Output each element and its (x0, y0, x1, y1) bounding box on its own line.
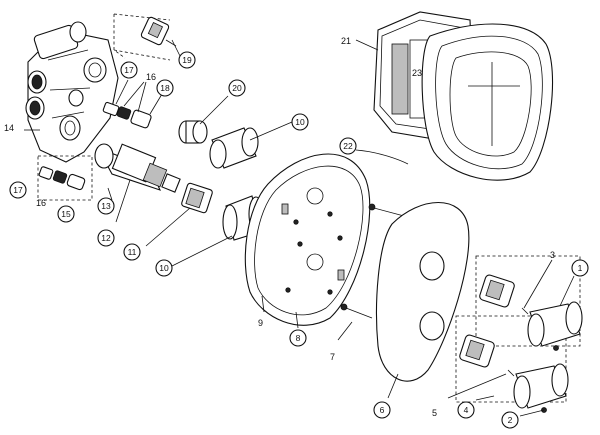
part-10-upper-cylinder (209, 121, 293, 169)
svg-text:22: 22 (343, 141, 353, 151)
callout-10-lower: 10 (155, 259, 173, 277)
svg-text:17: 17 (124, 65, 134, 75)
label-5: 5 (432, 408, 437, 418)
label-3: 3 (550, 250, 555, 260)
part-19-group (113, 13, 182, 61)
svg-text:18: 18 (160, 83, 170, 93)
callout-11: 11 (123, 243, 141, 261)
callout-20: 20 (228, 79, 246, 97)
callout-18: 18 (156, 79, 174, 97)
valve-body (25, 21, 119, 163)
callout-10-upper: 10 (291, 113, 309, 131)
label-21: 21 (341, 36, 351, 46)
callout-12: 12 (97, 229, 115, 247)
callout-19: 19 (178, 51, 196, 69)
callout-13: 13 (97, 197, 115, 215)
label-7: 7 (330, 352, 335, 362)
backplate-with-seal (244, 149, 409, 329)
upper-fittings-group (102, 79, 163, 129)
callout-1: 1 (571, 259, 589, 277)
label-23: 23 (412, 68, 422, 78)
cover-plate-6 (375, 202, 470, 399)
svg-text:4: 4 (464, 405, 469, 415)
callout-4: 4 (457, 401, 475, 419)
callout-6: 6 (373, 401, 391, 419)
callout-2: 2 (501, 411, 519, 429)
svg-text:12: 12 (101, 233, 111, 243)
svg-text:2: 2 (508, 415, 513, 425)
label-16-lower: 16 (36, 198, 46, 208)
part-20-cylinder (178, 95, 229, 144)
lower-fittings-group (24, 129, 93, 201)
callout-15: 15 (57, 205, 75, 223)
callout-8: 8 (289, 329, 307, 347)
svg-text:17: 17 (13, 185, 23, 195)
concealed-box (355, 11, 554, 181)
svg-text:11: 11 (128, 247, 137, 257)
callout-17-lower: 17 (9, 181, 27, 199)
svg-text:20: 20 (232, 83, 242, 93)
part-11-adapter (145, 182, 213, 247)
callouts: 19 17 18 20 10 22 17 15 13 12 11 10 8 6 … (9, 51, 589, 429)
label-16-upper: 16 (146, 72, 156, 82)
svg-text:8: 8 (296, 333, 301, 343)
thermostatic-cartridge (94, 143, 181, 223)
screws-7 (337, 203, 405, 341)
svg-text:10: 10 (159, 263, 169, 273)
plain-labels: 16 14 16 21 23 9 7 3 5 (4, 36, 555, 418)
handle-assembly (447, 255, 583, 417)
svg-text:19: 19 (182, 55, 192, 65)
label-14: 14 (4, 123, 14, 133)
label-9: 9 (258, 318, 263, 328)
svg-text:10: 10 (295, 117, 305, 127)
svg-text:1: 1 (578, 263, 583, 273)
callout-22: 22 (339, 137, 357, 155)
svg-text:13: 13 (101, 201, 111, 211)
svg-text:6: 6 (380, 405, 385, 415)
svg-text:15: 15 (61, 209, 71, 219)
callout-17-upper: 17 (120, 61, 138, 79)
